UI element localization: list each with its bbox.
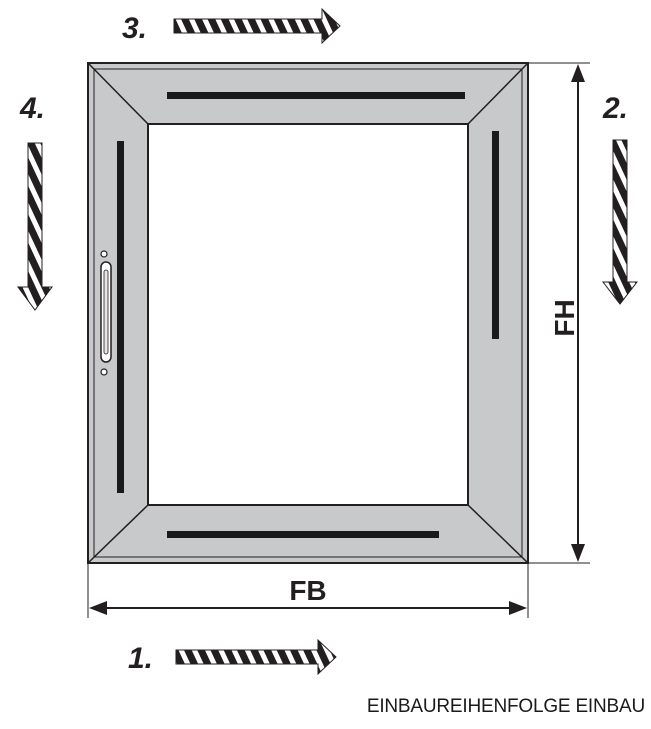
striped-arrow-icon: [601, 139, 639, 305]
slot-bottom: [167, 531, 439, 538]
mitre-bottom-left: [87, 504, 149, 564]
dimension-height: FH: [528, 62, 590, 564]
mitre-top-left: [87, 62, 149, 125]
step-2-indicator: 2.: [601, 92, 639, 305]
striped-arrow-icon: [173, 7, 341, 45]
mitre-top-right: [467, 62, 529, 125]
slot-right: [492, 131, 499, 339]
dimension-width: FB: [87, 563, 529, 618]
step-2-label: 2.: [602, 92, 628, 125]
step-1-label: 1.: [128, 642, 153, 675]
height-label: FH: [549, 299, 580, 336]
window-frame: [87, 62, 529, 564]
slot-top: [167, 92, 465, 99]
slot-left: [117, 141, 124, 493]
frame-inner-edge: [93, 68, 523, 558]
step-3-indicator: 3.: [122, 7, 341, 45]
window-handle-icon: [100, 250, 112, 376]
mitre-bottom-right: [467, 504, 529, 564]
caption: EINBAUREIHENFOLGE EINBAU: [366, 696, 645, 717]
width-label: FB: [289, 575, 326, 606]
striped-arrow-icon: [175, 638, 337, 676]
glass-pane: [147, 123, 469, 506]
step-4-label: 4.: [19, 92, 45, 125]
step-4-indicator: 4.: [17, 92, 53, 311]
step-1-indicator: 1.: [128, 638, 337, 676]
step-3-label: 3.: [122, 12, 147, 45]
striped-arrow-icon: [17, 142, 53, 311]
